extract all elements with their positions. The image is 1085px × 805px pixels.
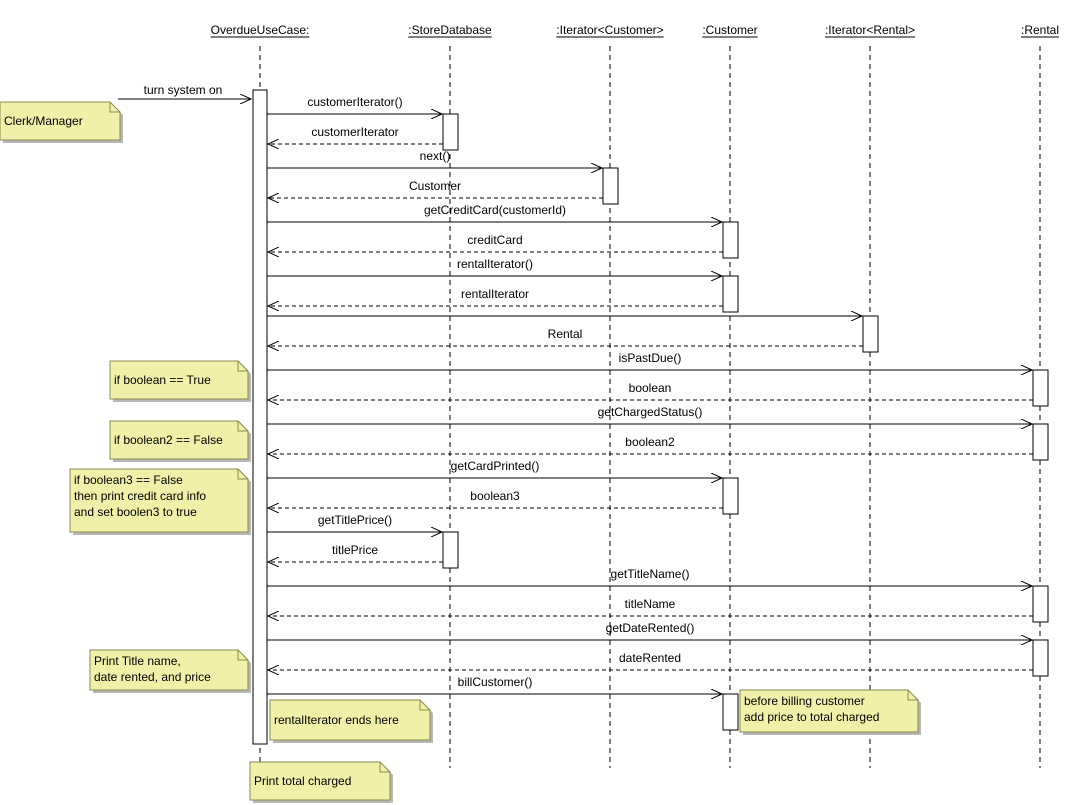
message-return-label: customerIterator — [311, 125, 398, 139]
message-11: billCustomer() — [267, 675, 722, 694]
note-body — [109, 420, 249, 460]
note-body — [109, 360, 249, 400]
note-fold — [237, 650, 248, 661]
note-fold — [237, 469, 248, 480]
activation-rental — [1032, 423, 1049, 461]
message-trigger: turn system on — [118, 83, 251, 99]
message-0: customerIterator() customerIterator — [267, 95, 443, 144]
message-6: getChargedStatus() boolean2 — [267, 405, 1033, 454]
actor-note-text: Clerk/Manager — [4, 114, 83, 128]
activation-rental — [1032, 639, 1049, 677]
message-9: getTitleName() titleName — [267, 567, 1033, 616]
message-trigger-label: turn system on — [144, 83, 223, 97]
note-body — [0, 101, 121, 141]
note-fold — [109, 102, 120, 113]
message-call-label: getTitleName() — [611, 567, 690, 581]
lifeline-iterCust: :Iterator<Customer> — [556, 23, 664, 768]
message-return-label: boolean3 — [470, 489, 520, 503]
note-print-title: Print Title name, date rented, and price — [89, 649, 251, 693]
message-call-label: getCreditCard(customerId) — [424, 203, 566, 217]
message-10: getDateRented() dateRented — [267, 621, 1033, 670]
note-fold — [237, 421, 248, 432]
message-return-label: titlePrice — [332, 543, 378, 557]
message-call-label: getCardPrinted() — [451, 459, 540, 473]
note-if-boolean3: if boolean3 == False then print credit ca… — [69, 468, 251, 535]
note-if-boolean2: if boolean2 == False — [109, 420, 251, 462]
message-call-label: billCustomer() — [458, 675, 533, 689]
activation-overdue — [252, 89, 268, 745]
lifeline-rental: :Rental — [1020, 23, 1060, 768]
note-fold — [379, 762, 390, 773]
activation-cust — [722, 221, 739, 259]
note-body — [89, 649, 249, 691]
message-1: next() Customer — [267, 149, 603, 198]
note-text: Print total charged — [254, 774, 351, 788]
note-text: if boolean3 == False — [74, 473, 183, 487]
message-return-label: boolean — [629, 381, 672, 395]
note-body — [69, 468, 249, 533]
activation-iterCust — [602, 167, 619, 205]
note-text: before billing customer — [744, 694, 865, 708]
message-return-label: boolean2 — [625, 435, 675, 449]
activation-store — [442, 531, 459, 569]
message-call-label: next() — [420, 149, 451, 163]
note-text: and set boolen3 to true — [74, 505, 197, 519]
lifeline-title: :Iterator<Rental> — [825, 23, 915, 37]
message-call-label: getTitlePrice() — [318, 513, 392, 527]
lifeline-title: :Rental — [1021, 23, 1059, 37]
message-call-label: getChargedStatus() — [598, 405, 703, 419]
message-call-label: getDateRented() — [606, 621, 695, 635]
note-if-boolean: if boolean == True — [109, 360, 251, 402]
lifeline-store: :StoreDatabase — [408, 23, 492, 768]
message-4: Rental — [267, 316, 863, 346]
message-call-label: customerIterator() — [307, 95, 402, 109]
activation-iterRent — [862, 315, 879, 353]
message-return-label: Customer — [409, 179, 461, 193]
note-text: Print Title name, — [94, 654, 181, 668]
note-print-total: Print total charged — [249, 761, 393, 803]
note-text: if boolean2 == False — [114, 433, 223, 447]
activation-rental — [1032, 585, 1049, 623]
activation-cust — [722, 477, 739, 515]
actor-note: Clerk/Manager — [0, 101, 123, 143]
note-text: then print credit card info — [74, 489, 206, 503]
note-text: date rented, and price — [94, 670, 211, 684]
message-call-label: rentalIterator() — [457, 257, 533, 271]
lifeline-iterRent: :Iterator<Rental> — [824, 23, 916, 768]
message-call-label: isPastDue() — [619, 351, 682, 365]
message-return-label: rentalIterator — [461, 287, 529, 301]
message-return-label: Rental — [548, 327, 583, 341]
note-before-billing: before billing customer add price to tota… — [739, 689, 921, 735]
note-body — [739, 689, 919, 733]
message-7: getCardPrinted() boolean3 — [267, 459, 723, 508]
message-2: getCreditCard(customerId) creditCard — [267, 203, 723, 252]
note-text: add price to total charged — [744, 710, 879, 724]
note-rental-ends: rentalIterator ends here — [269, 699, 433, 743]
message-3: rentalIterator() rentalIterator — [267, 257, 723, 306]
message-return-label: dateRented — [619, 651, 681, 665]
lifeline-title: :Iterator<Customer> — [556, 23, 663, 37]
note-body — [249, 761, 391, 801]
lifeline-cust: :Customer — [702, 23, 758, 768]
activation-store — [442, 113, 459, 151]
message-8: getTitlePrice() titlePrice — [267, 513, 443, 562]
activation-rental — [1032, 369, 1049, 407]
lifeline-title: OverdueUseCase: — [211, 23, 310, 37]
lifeline-title: :Customer — [702, 23, 757, 37]
note-fold — [237, 361, 248, 372]
lifeline-title: :StoreDatabase — [408, 23, 492, 37]
activation-cust — [722, 693, 739, 731]
note-text: rentalIterator ends here — [274, 713, 399, 727]
note-fold — [419, 700, 430, 711]
note-fold — [907, 690, 918, 701]
message-return-label: titleName — [625, 597, 676, 611]
message-5: isPastDue() boolean — [267, 351, 1033, 400]
note-text: if boolean == True — [114, 373, 211, 387]
activation-cust — [722, 275, 739, 313]
message-return-label: creditCard — [467, 233, 522, 247]
note-body — [269, 699, 431, 741]
